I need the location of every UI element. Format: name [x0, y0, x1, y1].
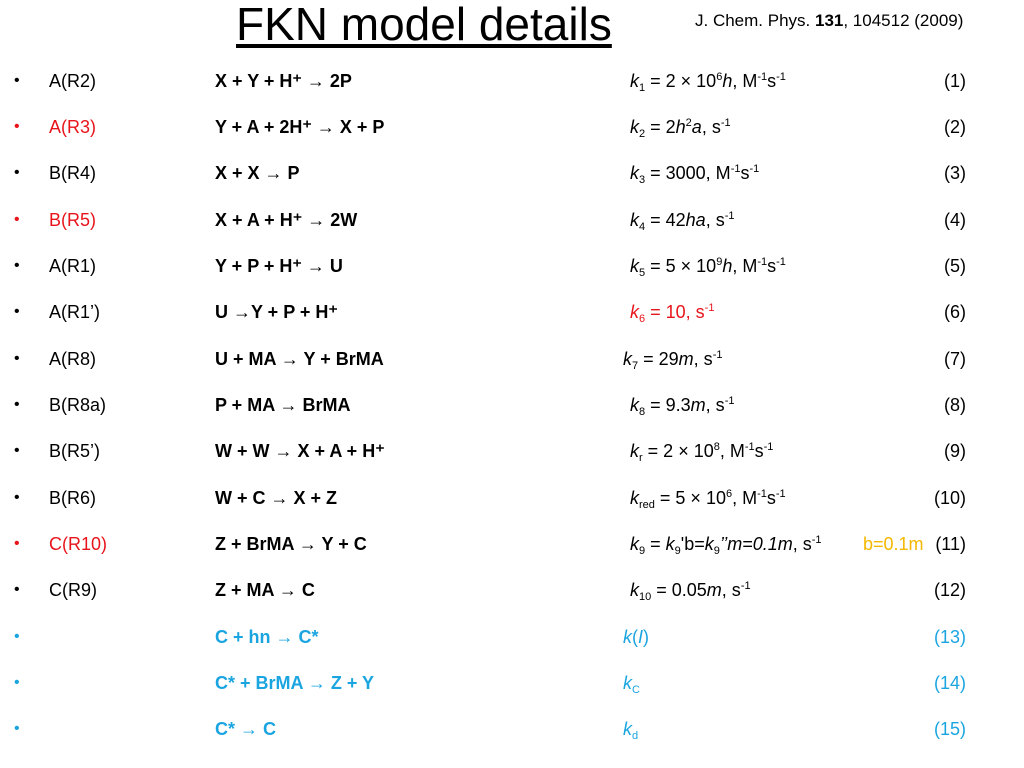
- equation-number: (10): [933, 488, 966, 508]
- reaction-equation: Z + BrMA → Y + C: [215, 534, 367, 554]
- rate-constant: kd: [623, 719, 639, 742]
- reaction-row-15: • C* → C kd (15): [0, 714, 1024, 744]
- bullet-icon: •: [14, 442, 20, 459]
- reaction-row-10: • B(R6) W + C → X + Z kred = 5 × 106, M-…: [0, 483, 1024, 513]
- rate-constant: k10 = 0.05m, s-1: [630, 580, 751, 603]
- reaction-equation: W + W → X + A + H⁺: [215, 441, 385, 461]
- journal-reference: J. Chem. Phys. 131, 104512 (2009): [695, 10, 963, 32]
- reaction-row-4: • B(R5) X + A + H⁺ → 2W k4 = 42ha, s-1 (…: [0, 205, 1024, 235]
- reaction-equation: X + X → P: [215, 163, 300, 183]
- rate-constant: k9 = k9'b=k9’’m=0.1m, s-1: [630, 534, 822, 557]
- reaction-equation: W + C → X + Z: [215, 488, 338, 508]
- reaction-equation: C* + BrMA → Z + Y: [215, 673, 375, 693]
- equation-number: (1): [944, 71, 966, 91]
- rate-constant: k5 = 5 × 109h, M-1s-1: [630, 256, 786, 279]
- reaction-equation: X + Y + H⁺ → 2P: [215, 71, 352, 91]
- rate-constant: k4 = 42ha, s-1: [630, 210, 735, 233]
- bullet-icon: •: [14, 535, 20, 552]
- reaction-equation: Y + P + H⁺ → U: [215, 256, 343, 276]
- reaction-equation: P + MA → BrMA: [215, 395, 351, 415]
- bullet-icon: •: [14, 628, 20, 645]
- step-label: B(R8a): [49, 395, 107, 415]
- bullet-icon: •: [14, 489, 20, 506]
- reaction-row-8: • B(R8a) P + MA → BrMA k8 = 9.3m, s-1 (8…: [0, 390, 1024, 420]
- step-label: C(R9): [49, 580, 97, 600]
- equation-number: (9): [944, 441, 966, 461]
- bullet-icon: •: [14, 211, 20, 228]
- reaction-row-13: • C + hn → C* k(I) (13): [0, 622, 1024, 652]
- equation-number: (4): [944, 210, 966, 230]
- reaction-row-2: • A(R3) Y + A + 2H⁺ → X + P k2 = 2h2a, s…: [0, 112, 1024, 142]
- rate-constant: k2 = 2h2a, s-1: [630, 117, 731, 140]
- equation-number: (11): [935, 534, 966, 554]
- rate-constant: kr = 2 × 108, M-1s-1: [630, 441, 774, 464]
- bullet-icon: •: [14, 118, 20, 135]
- rate-constant: kred = 5 × 106, M-1s-1: [630, 488, 786, 511]
- reaction-equation: X + A + H⁺ → 2W: [215, 210, 358, 230]
- equation-number: (2): [944, 117, 966, 137]
- reaction-row-1: • A(R2) X + Y + H⁺ → 2P k1 = 2 × 106h, M…: [0, 66, 1024, 96]
- reaction-row-5: • A(R1) Y + P + H⁺ → U k5 = 5 × 109h, M-…: [0, 251, 1024, 281]
- rate-constant: k7 = 29m, s-1: [623, 349, 723, 372]
- bullet-icon: •: [14, 581, 20, 598]
- step-label: A(R8): [49, 349, 97, 369]
- concentration-note: b=0.1m: [863, 534, 924, 554]
- step-label: A(R2): [49, 71, 97, 91]
- equation-number: (3): [944, 163, 966, 183]
- equation-number: (15): [933, 719, 966, 739]
- equation-number: (7): [944, 349, 966, 369]
- equation-number: (5): [944, 256, 966, 276]
- step-label: C(R10): [49, 534, 108, 554]
- reaction-row-9: • B(R5’) W + W → X + A + H⁺ kr = 2 × 108…: [0, 436, 1024, 466]
- rate-constant: k8 = 9.3m, s-1: [630, 395, 735, 418]
- step-label: B(R5): [49, 210, 97, 230]
- reaction-equation: Y + A + 2H⁺ → X + P: [215, 117, 385, 137]
- reaction-row-12: • C(R9) Z + MA → C k10 = 0.05m, s-1 (12): [0, 575, 1024, 605]
- reference-pages: , 104512 (2009): [843, 11, 964, 30]
- step-label: A(R1): [49, 256, 97, 276]
- rate-constant: kC: [623, 673, 640, 696]
- bullet-icon: •: [14, 350, 20, 367]
- reaction-equation: Z + MA → C: [215, 580, 315, 600]
- reaction-equation: C* → C: [215, 719, 277, 739]
- bullet-icon: •: [14, 164, 20, 181]
- slide-title: FKN model details: [236, 0, 612, 50]
- reaction-row-11: • C(R10) Z + BrMA → Y + C k9 = k9'b=k9’’…: [0, 529, 1024, 559]
- step-label: B(R4): [49, 163, 97, 183]
- reaction-row-3: • B(R4) X + X → P k3 = 3000, M-1s-1 (3): [0, 158, 1024, 188]
- reaction-equation: C + hn → C*: [215, 627, 319, 647]
- step-label: B(R6): [49, 488, 97, 508]
- rate-constant: k6 = 10, s-1: [630, 302, 715, 325]
- reaction-row-7: • A(R8) U + MA → Y + BrMA k7 = 29m, s-1 …: [0, 344, 1024, 374]
- rate-constant: k3 = 3000, M-1s-1: [630, 163, 760, 186]
- bullet-icon: •: [14, 257, 20, 274]
- step-label: A(R1’): [49, 302, 101, 322]
- bullet-icon: •: [14, 303, 20, 320]
- rate-constant: k1 = 2 × 106h, M-1s-1: [630, 71, 786, 94]
- reaction-equation: U →Y + P + H⁺: [215, 302, 338, 322]
- equation-number: (8): [944, 395, 966, 415]
- equation-number: (13): [933, 627, 966, 647]
- reaction-equation: U + MA → Y + BrMA: [215, 349, 384, 369]
- rate-constant: k(I): [623, 627, 650, 647]
- reference-volume: 131: [814, 11, 844, 30]
- step-label: A(R3): [49, 117, 97, 137]
- step-label: B(R5’): [49, 441, 101, 461]
- equation-number: (12): [933, 580, 966, 600]
- bullet-icon: •: [14, 674, 20, 691]
- reference-journal: J. Chem. Phys.: [695, 11, 815, 30]
- bullet-icon: •: [14, 396, 20, 413]
- reaction-row-6: • A(R1’) U →Y + P + H⁺ k6 = 10, s-1 (6): [0, 297, 1024, 327]
- equation-number: (14): [933, 673, 966, 693]
- bullet-icon: •: [14, 72, 20, 89]
- bullet-icon: •: [14, 720, 20, 737]
- reaction-row-14: • C* + BrMA → Z + Y kC (14): [0, 668, 1024, 698]
- equation-number: (6): [944, 302, 966, 322]
